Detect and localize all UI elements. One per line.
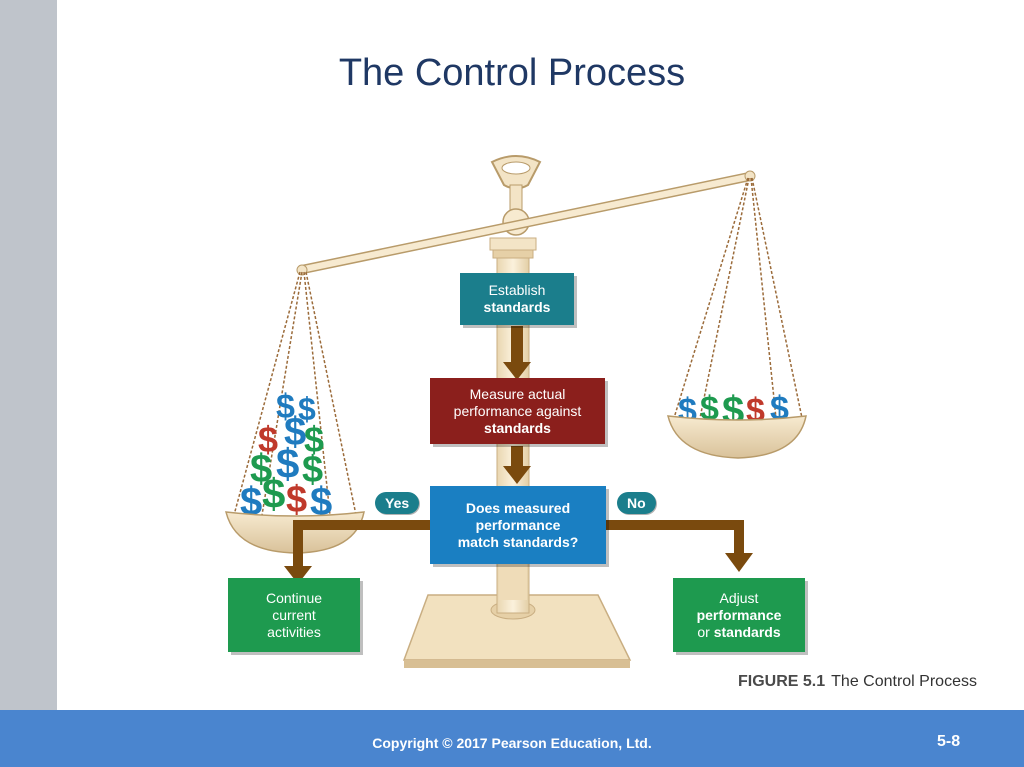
svg-text:$: $ [240, 480, 262, 524]
svg-text:$: $ [310, 480, 332, 524]
svg-text:$: $ [284, 410, 306, 454]
copyright-text: Copyright © 2017 Pearson Education, Ltd. [372, 735, 652, 751]
svg-text:$: $ [298, 391, 316, 427]
measure-line2: performance against [453, 402, 582, 419]
continue-line3: activities [267, 623, 321, 640]
svg-text:$: $ [304, 419, 324, 460]
measure-line1: Measure actual [469, 385, 566, 402]
footer-bar [0, 710, 1024, 767]
scale-handle [490, 155, 542, 236]
adjust-line2: performance [696, 606, 782, 623]
figure-caption-text: The Control Process [831, 673, 977, 690]
right-pan-chains [673, 177, 803, 419]
establish-line1: Establish [488, 282, 546, 298]
adjust-performance-box: Adjust performance or standards [673, 578, 805, 652]
page-number: 5-8 [937, 733, 961, 750]
svg-text:$: $ [258, 419, 278, 460]
question-line3: match standards? [457, 533, 579, 550]
svg-text:$: $ [276, 388, 295, 426]
continue-line1: Continue [265, 589, 323, 606]
adjust-line4: standards [713, 623, 781, 640]
figure-label: FIGURE 5.1 [738, 673, 826, 690]
measure-line3: standards [484, 419, 551, 436]
figure-caption: FIGURE 5.1 The Control Process [738, 673, 977, 691]
svg-text:$: $ [262, 470, 285, 517]
adjust-line3: or [697, 623, 710, 640]
left-pan-chains [233, 271, 357, 516]
svg-text:$: $ [250, 447, 272, 491]
establish-standards-box: Establish standards [460, 273, 574, 325]
measure-performance-box: Measure actual performance against stand… [430, 378, 605, 444]
establish-line2: standards [483, 299, 551, 315]
balance-scale-illustration: $ $ $ $ $ $ $ $ $ $ $ $ $ $ $ $ $ [225, 155, 807, 668]
question-line2: performance [475, 516, 561, 533]
left-accent-bar [0, 0, 57, 710]
continue-line2: current [272, 606, 316, 623]
continue-activities-box: Continue current activities [228, 578, 360, 652]
svg-text:$: $ [302, 449, 323, 491]
yes-label: Yes [375, 492, 420, 514]
svg-text:$: $ [276, 440, 299, 487]
right-pan [667, 415, 807, 459]
slide-title: The Control Process [338, 52, 686, 94]
flow-arrows [284, 326, 753, 584]
svg-text:$: $ [286, 479, 307, 521]
decision-question-box: Does measured performance match standard… [430, 486, 606, 564]
no-label: No [617, 492, 656, 514]
left-money-pile: $ $ $ $ $ $ $ $ $ $ $ $ [240, 388, 332, 524]
adjust-line1: Adjust [719, 589, 759, 606]
question-line1: Does measured [465, 499, 571, 516]
